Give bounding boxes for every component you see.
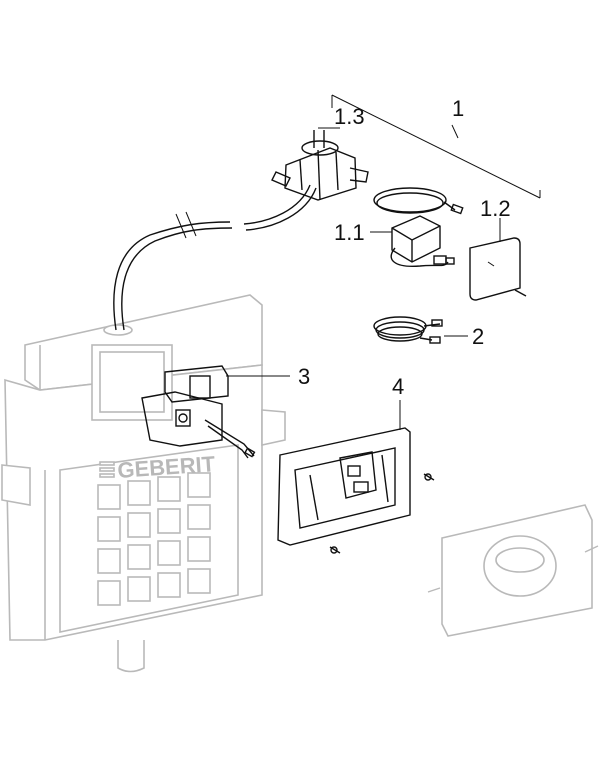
- cistern: GEBERIT: [1, 294, 286, 673]
- electronics-unit: [373, 187, 464, 267]
- callout-labels: 1 1.3 1.1 1.2 2 3 4: [298, 96, 511, 399]
- cistern-tile-grid: [97, 472, 211, 606]
- callout-1-3: 1.3: [334, 104, 365, 129]
- actuator: [141, 365, 256, 459]
- connection-cable: [373, 316, 443, 344]
- flush-plate: [427, 504, 599, 637]
- cover-plate: [469, 237, 527, 301]
- hose: [113, 184, 317, 331]
- callout-4: 4: [392, 374, 404, 399]
- leader-lines: [226, 94, 541, 430]
- callout-1-2: 1.2: [480, 196, 511, 221]
- solenoid-valve: [271, 130, 369, 201]
- callout-3: 3: [298, 364, 310, 389]
- callout-1-1: 1.1: [334, 220, 365, 245]
- mounting-frame: [277, 427, 435, 554]
- callout-1: 1: [452, 96, 464, 121]
- callout-2: 2: [472, 324, 484, 349]
